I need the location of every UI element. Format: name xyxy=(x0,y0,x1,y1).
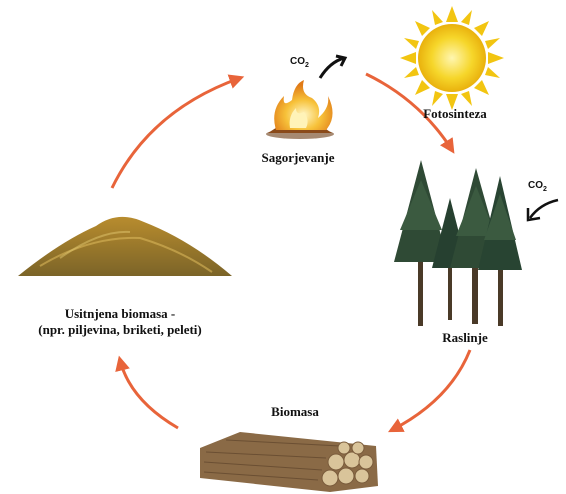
shredded-label-line2: (npr. piljevina, briketi, peleti) xyxy=(38,322,202,337)
arrow-burning-to-plants xyxy=(365,72,455,154)
forest-icon xyxy=(394,160,522,326)
co2-emission-arrow xyxy=(318,54,348,79)
stage-label-photosynthesis: Fotosinteza xyxy=(423,106,487,121)
co2-label-fire: CO2 xyxy=(290,56,309,69)
log-pile-icon xyxy=(200,432,378,492)
cycle-arrows xyxy=(110,72,472,433)
arrow-biomass-to-shredded xyxy=(115,355,179,430)
arrow-shredded-to-burning xyxy=(110,74,245,189)
shredded-label-line1: Usitnjena biomasa - xyxy=(64,306,176,321)
fire-icon xyxy=(266,80,334,139)
co2-absorption-arrow xyxy=(526,198,559,222)
sun-icon xyxy=(400,6,504,110)
stage-label-burning: Sagorjevanje xyxy=(261,150,335,165)
sawdust-pile-icon xyxy=(18,216,232,276)
stage-label-shredded-biomass: Usitnjena biomasa - (npr. piljevina, bri… xyxy=(4,306,236,338)
stage-label-biomass: Biomasa xyxy=(271,404,319,419)
stage-label-plants: Raslinje xyxy=(442,330,488,345)
arrow-plants-to-biomass xyxy=(388,349,472,433)
co2-label-trees: CO2 xyxy=(528,180,547,193)
